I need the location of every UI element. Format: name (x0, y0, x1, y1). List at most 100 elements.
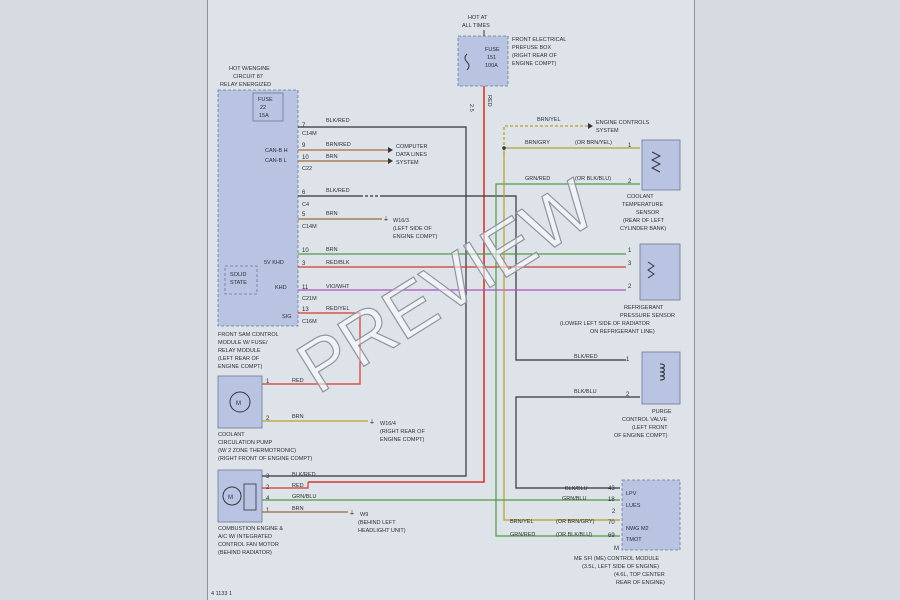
pump-pin-2: 2 (266, 416, 270, 422)
conn-c22: C22 (302, 166, 312, 172)
data-lines-2: DATA LINES (396, 152, 427, 158)
sam-label-3: RELAY MODULE (218, 348, 261, 354)
wire-brn-gry-cts (503, 147, 640, 155)
conn-c4: C4 (302, 202, 309, 208)
sam-pin-5: 5 (302, 212, 306, 218)
sam-pin-9: 9 (302, 143, 306, 149)
purge-label-1: PURGE (652, 409, 672, 415)
me-row-4-pin: 70 (608, 520, 615, 526)
me-row-1-wire: BLK/BLU (565, 486, 588, 492)
ground-w9-icon: ⏚ (349, 510, 355, 517)
wire-red-yel-13 (262, 312, 361, 385)
me-m-label: M (614, 546, 619, 552)
pump-label-4: (RIGHT FRONT OF ENGINE COMPT) (218, 456, 312, 462)
sam-wire-7-color: BLK/RED (326, 118, 350, 124)
me-row-4-func: NWG M2 (626, 526, 649, 532)
wire-grn-red-cts (495, 183, 640, 537)
me-row-5-pin: 69 (608, 533, 615, 539)
fan-motor (217, 469, 263, 523)
wire-blk-red-7 (298, 126, 467, 477)
fan-wire-1: BRN (292, 506, 304, 512)
purge-label-3: (LEFT FRONT (632, 425, 668, 431)
sam-label-5: ENGINE COMPT) (218, 364, 262, 370)
cts-wire-2: GRN/RED (525, 176, 550, 182)
me-label-4: REAR OF ENGINE) (616, 580, 665, 586)
sam-pin-3: 3 (302, 261, 306, 267)
pump-pin-1: 1 (266, 379, 270, 385)
data-lines-3: SYSTEM (396, 160, 419, 166)
fan-motor-icon (222, 486, 242, 506)
pump-label-3: (W/ 2 ZONE THERMOTRONIC) (218, 448, 296, 454)
sam-fuse-line-2: 22 (260, 105, 266, 111)
arrow-can-l-icon (388, 158, 393, 164)
wire-brn-yel-ecm (503, 125, 588, 155)
fan-wire-3: BLK/RED (292, 472, 316, 478)
me-row-2-func: LUES (626, 503, 641, 509)
wire-fuse151-red (308, 86, 485, 483)
pump-wire-1: RED (292, 378, 304, 384)
me-row-2-pin: 18 (608, 497, 615, 503)
sig-label: SIG (282, 314, 291, 320)
wire-blk-red-purge (380, 195, 626, 361)
wire-fan-2 (262, 482, 309, 489)
cts-wire-2-alt: (OR BLK/BLU) (575, 176, 611, 182)
rps-label-1: REFRIGERANT (624, 305, 664, 311)
purge-label-2: CONTROL VALVE (622, 417, 667, 423)
fuse-box-label-1: FRONT ELECTRICAL (512, 37, 566, 43)
me-row-1-pin: 43 (608, 486, 615, 492)
pump-label-2: CIRCULATION PUMP (218, 440, 273, 446)
conn-c16m: C16M (302, 319, 317, 325)
sam-fuse-line-3: 15A (259, 113, 269, 119)
engine-controls-1: ENGINE CONTROLS (596, 120, 650, 126)
me-row-1-func: LPV (626, 491, 637, 497)
sam-wire-9-color: BRN/RED (326, 142, 351, 148)
solid-state-2: STATE (230, 280, 247, 286)
fan-control-icon (243, 483, 257, 511)
cts-label-3: SENSOR (636, 210, 659, 216)
w9-line-2: (BEHIND LEFT (358, 520, 396, 526)
purge-wire-2: BLK/BLU (574, 389, 597, 395)
cts-label-5: CYLINDER BANK) (620, 226, 666, 232)
me-row-2-wire: GRN/BLU (562, 496, 586, 502)
w16-3-line-1: W16/3 (393, 218, 409, 224)
fan-pin-3: 3 (266, 474, 270, 480)
conn-c14m-mid: C14M (302, 224, 317, 230)
fuse-wire-label: RED (486, 95, 492, 107)
figure-id: 4 1133 1 (211, 591, 232, 597)
fuse-151-line-3: 100A (485, 63, 498, 69)
junction-dot (502, 146, 506, 150)
data-lines-1: COMPUTER (396, 144, 428, 150)
sam-wire-10b-color: BRN (326, 247, 338, 253)
wire-blk-blu-purge (515, 396, 640, 489)
pressure-sensor-icon (647, 261, 655, 279)
rps-pin-1: 1 (628, 248, 632, 254)
sam-label-1: FRONT SAM CONTROL (218, 332, 279, 338)
pump-motor-m: M (236, 401, 241, 407)
refrigerant-pressure-sensor (639, 243, 681, 301)
fan-label-3: CONTROL FAN MOTOR (218, 542, 279, 548)
solid-state-block (224, 265, 258, 295)
me-row-3-pin: 2 (612, 509, 616, 515)
fan-label-4: (BEHIND RADIATOR) (218, 550, 272, 556)
sam-wire-3-color: RED/BLK (326, 260, 350, 266)
cts-pin-2: 2 (628, 179, 632, 185)
rps-pin-3: 3 (628, 261, 632, 267)
rps-label-2: PRESSURE SENSOR (620, 313, 675, 319)
fan-wire-2: RED (292, 483, 304, 489)
purge-pin-1: 1 (626, 357, 630, 363)
w9-line-3: HEADLIGHT UNIT) (358, 528, 406, 534)
me-control-module (621, 479, 681, 551)
fan-pin-4: 4 (266, 496, 270, 502)
fan-pin-1: 1 (266, 508, 270, 514)
fuse-151-line-2: 151 (487, 55, 496, 61)
sam-wire-6-color: BLK/RED (326, 188, 350, 194)
fan-label-1: COMBUSTION ENGINE & (218, 526, 283, 532)
sam-wire-11-color: VIO/WHT (326, 284, 350, 290)
sam-pin-13: 13 (302, 307, 309, 313)
fan-motor-m: M (228, 495, 233, 501)
sam-wire-5-color: BRN (326, 211, 338, 217)
engine-controls-2: SYSTEM (596, 128, 619, 134)
hot-at-all-times-1: HOT AT (468, 15, 488, 21)
cts-wire-1: BRN/GRY (525, 140, 550, 146)
